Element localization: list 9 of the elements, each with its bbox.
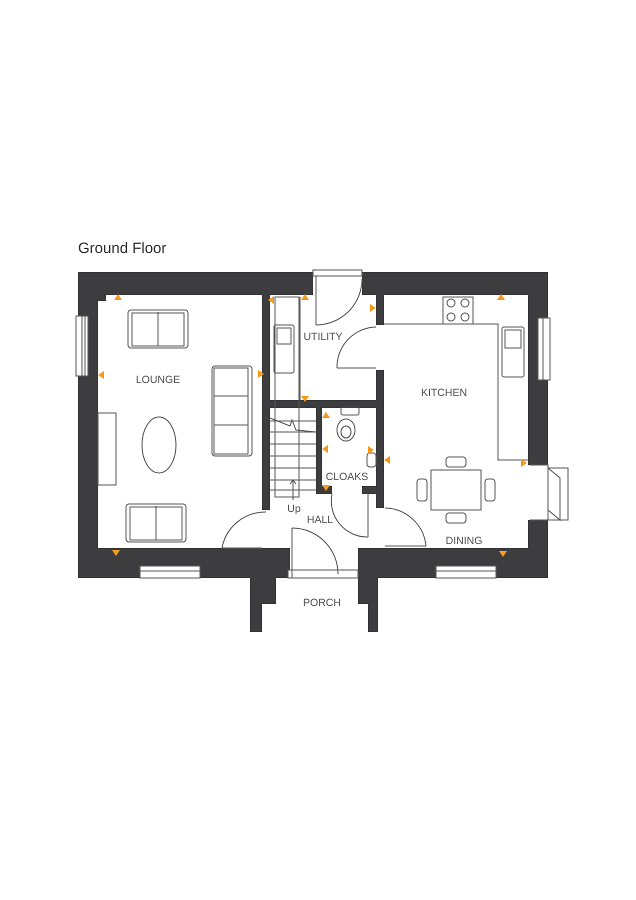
plan-title: Ground Floor (78, 240, 166, 257)
room-label: KITCHEN (420, 387, 468, 399)
room-label: DINING (446, 535, 482, 547)
room-label: Up (287, 503, 301, 515)
room-label: LOUNGE (136, 374, 180, 386)
room-label: PORCH (303, 597, 341, 609)
room-label: HALL (306, 514, 334, 526)
room-label: UTILITY (303, 331, 343, 343)
room-label: CLOAKS (326, 471, 368, 483)
